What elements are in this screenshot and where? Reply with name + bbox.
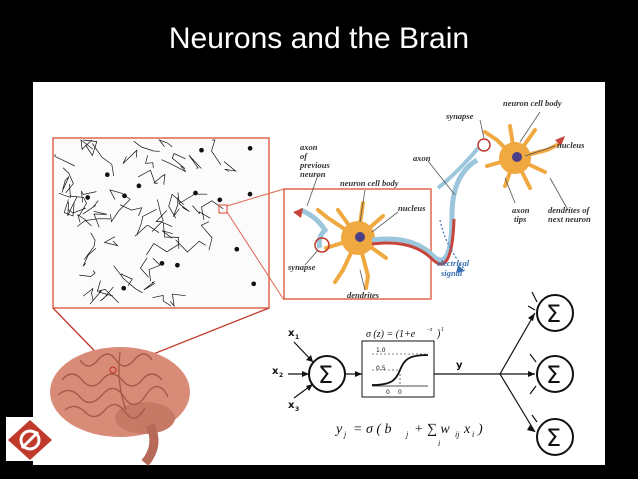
label-nucleus-left: nucleus (398, 203, 426, 213)
label-dendrites-next-2: next neuron (548, 214, 591, 224)
eq-w-sub: ij (455, 430, 460, 439)
brain-image (50, 347, 190, 463)
label-cell-body-right: neuron cell body (503, 98, 562, 108)
label-dendrites: dendrites (347, 290, 380, 300)
label-axon-previous-4: neuron (300, 169, 326, 179)
sum-node-out-1: Σ (546, 300, 561, 328)
label-nucleus-right: nucleus (557, 140, 585, 150)
tick-05: 0.5 (376, 365, 386, 372)
sum-node-out-3: Σ (546, 424, 561, 452)
label-axon-tips-2: tips (514, 214, 527, 224)
eq-sum-sub: i (438, 439, 440, 448)
eq-y-sub: j (343, 430, 347, 439)
tissue-micrograph (53, 138, 269, 308)
sum-node-hidden: Σ (318, 361, 333, 389)
label-synapse-left: synapse (287, 262, 316, 272)
sigmoid-formula: σ (z) = (1+e (366, 329, 416, 340)
sigmoid-exp: −z (426, 327, 433, 333)
eq-b-sub: j (405, 430, 409, 439)
eq-plus: + ∑ w (414, 422, 450, 437)
input-x1-sub: 1 (295, 334, 299, 341)
tick-0a: 0 (386, 389, 390, 396)
label-synapse-top: synapse (445, 111, 474, 121)
eq-y: y (334, 422, 343, 437)
input-x2-sub: 2 (279, 372, 283, 379)
svg-text:): ) (436, 329, 441, 340)
network-diagram: x 1 x 2 x 3 (272, 292, 573, 455)
input-x2: x (272, 366, 279, 377)
tick-0b: 0 (398, 389, 402, 396)
label-electrical-2: signal (440, 268, 463, 278)
logo-icon (6, 417, 54, 461)
label-electrical-1: electrical (437, 258, 470, 268)
eq-x: x (463, 422, 471, 437)
output-y: y (456, 360, 463, 371)
eq-rest: = σ ( b (353, 422, 392, 437)
sum-node-out-2: Σ (546, 361, 561, 389)
label-cell-body-left: neuron cell body (340, 178, 399, 188)
eq-x-sub: i (472, 430, 474, 439)
label-axon: axon (413, 153, 431, 163)
input-x3: x (288, 400, 295, 411)
neuron-equation: y j = σ ( b j + ∑ w ij x i i ) (334, 422, 483, 448)
input-x1: x (288, 328, 295, 339)
input-x3-sub: 3 (295, 406, 299, 413)
tick-1: 1.0 (376, 347, 386, 354)
eq-close: ) (477, 422, 483, 437)
